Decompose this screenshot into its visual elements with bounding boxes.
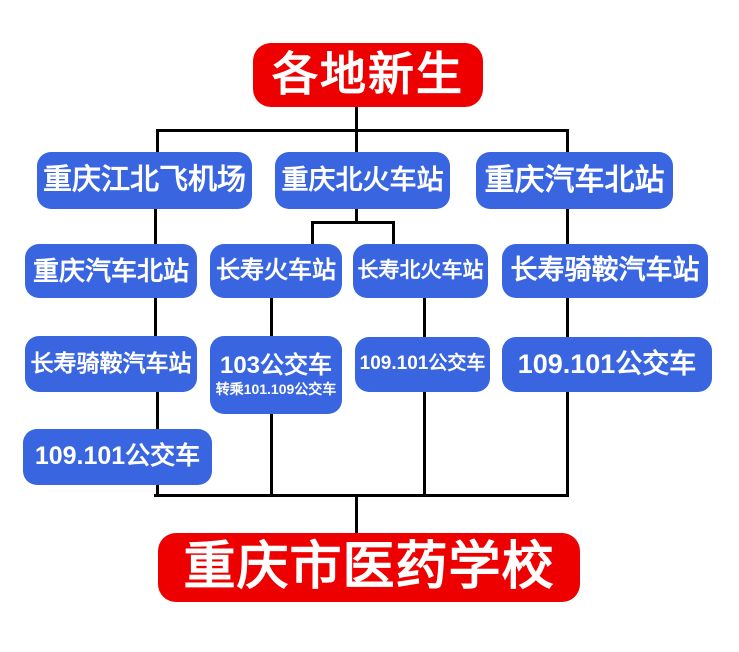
node-bus-109-101-a: 109.101公交车 <box>355 337 490 392</box>
connector-bracket-right-drop <box>392 221 395 246</box>
node-new-students-label: 各地新生 <box>272 48 464 100</box>
node-changshou-north-railway-label: 长寿北火车站 <box>357 259 484 283</box>
connector-col2-row2-row3 <box>270 295 273 338</box>
node-chongqing-north-bus-2-label: 重庆汽车北站 <box>32 255 189 286</box>
node-medical-school: 重庆市医药学校 <box>158 533 580 602</box>
node-bus-103-transfer-label: 转乘101.109公交车 <box>215 381 337 397</box>
connector-col2-to-merge <box>270 411 273 497</box>
node-changshou-north-railway: 长寿北火车站 <box>353 244 488 298</box>
connector-railway-bracket <box>311 221 395 224</box>
connector-col4-row2-row3 <box>566 295 569 338</box>
node-changshou-qian-bus-label: 长寿骑鞍汽车站 <box>510 255 700 286</box>
node-chongqing-north-bus: 重庆汽车北站 <box>476 152 673 209</box>
connector-bracket-left-drop <box>311 221 314 246</box>
connector-drop-bus-north <box>566 129 569 154</box>
connector-airport-down <box>154 207 157 246</box>
node-chongqing-north-railway: 重庆北火车站 <box>275 152 450 209</box>
node-chongqing-north-bus-2: 重庆汽车北站 <box>25 244 197 298</box>
node-chongqing-north-bus-label: 重庆汽车北站 <box>484 164 665 197</box>
node-bus-109-101-b: 109.101公交车 <box>502 337 712 392</box>
connector-col1-row2-row3 <box>154 295 157 338</box>
node-changshou-railway: 长寿火车站 <box>210 244 342 298</box>
connector-railway-stub <box>355 207 358 224</box>
node-bus-109-101-b-label: 109.101公交车 <box>517 348 697 379</box>
connector-drop-airport <box>156 129 159 154</box>
connector-col4-to-merge <box>566 390 569 497</box>
node-bus-103: 103公交车 转乘101.109公交车 <box>210 336 342 414</box>
node-changshou-qian-bus: 长寿骑鞍汽车站 <box>502 244 708 298</box>
connector-bottom-horizontal <box>154 494 569 497</box>
node-changshou-qian-bus-2: 长寿骑鞍汽车站 <box>25 336 197 392</box>
connector-to-school <box>355 497 358 535</box>
node-bus-109-101-a-label: 109.101公交车 <box>359 353 486 375</box>
node-jiangbei-airport-label: 重庆江北飞机场 <box>42 163 246 196</box>
connector-busnorth-down <box>566 207 569 246</box>
node-new-students: 各地新生 <box>253 43 483 107</box>
connector-col3-to-merge <box>423 390 426 497</box>
node-bus-109-101-c-label: 109.101公交车 <box>34 442 201 471</box>
node-medical-school-label: 重庆市医药学校 <box>183 538 555 596</box>
node-changshou-qian-bus-2-label: 长寿骑鞍汽车站 <box>30 350 192 377</box>
node-jiangbei-airport: 重庆江北飞机场 <box>37 152 252 209</box>
node-chongqing-north-railway-label: 重庆北火车站 <box>281 164 444 195</box>
node-bus-103-label: 103公交车 <box>219 351 333 379</box>
node-bus-109-101-c: 109.101公交车 <box>23 429 212 485</box>
connector-top-horizontal <box>156 129 569 132</box>
connector-col3-row2-row3 <box>423 295 426 338</box>
node-changshou-railway-label: 长寿火车站 <box>216 256 336 284</box>
